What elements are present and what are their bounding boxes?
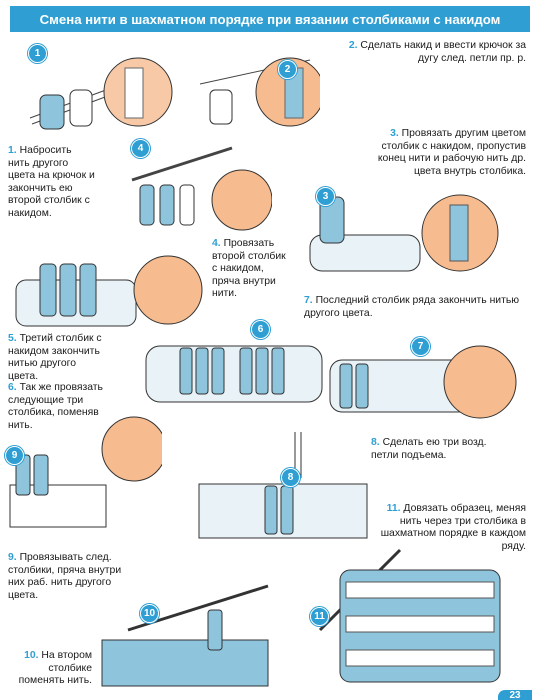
step-badge-8: 8	[281, 468, 300, 487]
caption-number: 2.	[348, 40, 358, 51]
illustration-step-4	[112, 140, 272, 235]
caption-step-9: 9. Провязывать след. столбики, пряча вну…	[8, 552, 130, 602]
step-badge-2: 2	[278, 60, 297, 79]
caption-number: 4.	[212, 238, 221, 249]
step-badge-4: 4	[131, 139, 150, 158]
caption-step-1: 1. Набросить нить другого цвета на крючо…	[8, 145, 96, 221]
caption-text: На втором столбике поменять нить.	[18, 650, 92, 687]
caption-text: Провязать второй столбик с накидом, пряч…	[212, 238, 286, 300]
caption-step-5: 5. Третий столбик с накидом закончить ни…	[8, 333, 108, 383]
caption-number: 6.	[8, 382, 17, 393]
caption-step-4: 4. Провязать второй столбик с накидом, п…	[212, 238, 290, 301]
caption-text: Третий столбик с накидом закончить нитью…	[8, 333, 102, 382]
page-number: 23	[498, 690, 532, 700]
caption-step-3: 3. Провязать другим цветом столбик с нак…	[376, 128, 526, 178]
caption-text: Сделать накид и ввести крючок за дугу сл…	[360, 40, 526, 64]
caption-text: Так же провязать следующие три столбика,…	[8, 382, 103, 431]
step-badge-10: 10	[140, 604, 159, 623]
illustration-step-6	[130, 330, 330, 410]
caption-step-6: 6. Так же провязать следующие три столби…	[8, 382, 118, 432]
caption-number: 10.	[24, 650, 39, 661]
illustration-step-11	[300, 540, 530, 690]
caption-step-10: 10. На втором столбике поменять нить.	[8, 650, 92, 688]
caption-step-8: 8. Сделать ею три возд. петли подъема.	[371, 437, 511, 462]
caption-text: Провязывать след. столбики, пряча внутри…	[8, 552, 122, 601]
caption-number: 8.	[371, 437, 380, 448]
illustration-step-5	[10, 250, 205, 330]
step-badge-11: 11	[310, 607, 329, 626]
illustration-step-7	[320, 330, 530, 420]
caption-step-11: 11. Довязать образец, меняя нить через т…	[376, 503, 526, 553]
step-badge-7: 7	[411, 337, 430, 356]
step-badge-3: 3	[316, 187, 335, 206]
illustration-step-8	[195, 430, 370, 540]
caption-number: 11.	[386, 503, 401, 514]
caption-text: Последний столбик ряда закончить нитью д…	[304, 295, 520, 319]
caption-text: Провязать другим цветом столбик с накидо…	[377, 128, 526, 177]
caption-text: Сделать ею три возд. петли подъема.	[371, 437, 487, 461]
step-badge-6: 6	[251, 320, 270, 339]
caption-number: 7.	[304, 295, 313, 306]
caption-text: Довязать образец, меняя нить через три с…	[380, 503, 526, 552]
caption-step-2: 2. Сделать накид и ввести крючок за дугу…	[330, 40, 526, 65]
illustration-step-1	[10, 40, 180, 130]
step-badge-9: 9	[5, 446, 24, 465]
step-badge-1: 1	[28, 44, 47, 63]
caption-number: 1.	[8, 145, 17, 156]
illustration-step-9	[2, 415, 162, 535]
caption-text: Набросить нить другого цвета на крючок и…	[8, 145, 95, 219]
caption-number: 9.	[8, 552, 17, 563]
caption-number: 3.	[390, 128, 399, 139]
page-title: Смена нити в шахматном порядке при вязан…	[39, 11, 501, 27]
caption-step-7: 7. Последний столбик ряда закончить нить…	[304, 295, 526, 320]
illustration-step-2	[190, 40, 320, 130]
caption-number: 5.	[8, 333, 17, 344]
page-title-banner: Смена нити в шахматном порядке при вязан…	[10, 6, 530, 32]
